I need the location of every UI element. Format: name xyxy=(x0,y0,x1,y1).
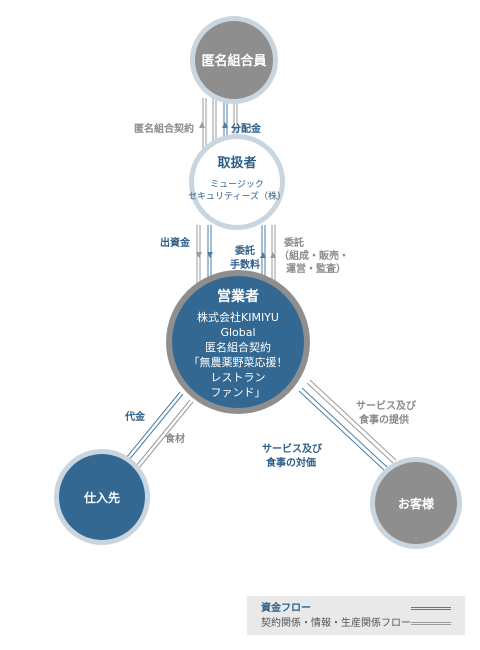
label-cost-2: 食事の対価 xyxy=(265,456,316,469)
legend-info-label: 契約関係・情報・生産関係フロー xyxy=(261,618,411,629)
label-consign-3: 運営・監査） xyxy=(286,262,346,275)
operator-line-1: 株式会社KIMIYU xyxy=(197,310,279,324)
supplier-title: 仕入先 xyxy=(83,490,120,505)
connector-investors-handler xyxy=(199,98,238,165)
label-consign-2: （組成・販売・ xyxy=(279,249,349,262)
investors-title: 匿名組合員 xyxy=(201,53,266,69)
legend-info-swatch xyxy=(411,622,451,625)
node-customer: お客様 xyxy=(370,457,462,549)
label-investment: 出資金 xyxy=(160,236,191,249)
node-operator: 営業者 株式会社KIMIYU Global 匿名組合契約 「無農薬野菜応援！ レ… xyxy=(166,270,310,414)
label-consign-1: 委託 xyxy=(283,236,304,249)
customer-title: お客様 xyxy=(398,496,435,511)
label-ingredients: 食材 xyxy=(164,432,185,445)
connector-operator-customer xyxy=(298,379,397,472)
node-handler: 取扱者 ミュージック セキュリティーズ（株） xyxy=(188,134,286,230)
label-dividend: 分配金 xyxy=(231,122,262,135)
label-payment: 代金 xyxy=(124,410,146,423)
arrow-up-commission xyxy=(260,252,266,258)
legend-money-swatch xyxy=(411,607,451,610)
operator-line-4: 「無農薬野菜応援！ xyxy=(189,355,288,369)
legend-row-info: 契約関係・情報・生産関係フロー xyxy=(261,616,451,631)
handler-sub1: ミュージック xyxy=(210,179,264,190)
legend-money-label: 資金フロー xyxy=(261,603,311,614)
arrow-up-dividend xyxy=(222,122,228,128)
node-investors: 匿名組合員 xyxy=(190,16,278,104)
legend: 資金フロー 契約関係・情報・生産関係フロー xyxy=(247,596,465,635)
operator-line-5: レストラン xyxy=(211,371,266,384)
legend-row-money: 資金フロー xyxy=(261,601,451,616)
label-commission-1: 委託 xyxy=(234,244,255,257)
operator-line-6: ファンド」 xyxy=(211,386,266,399)
arrow-down-investment xyxy=(207,252,213,258)
operator-title: 営業者 xyxy=(217,288,259,305)
arrow-up-consign xyxy=(270,252,276,258)
label-service-1: サービス及び xyxy=(356,399,416,412)
operator-line-3: 匿名組合契約 xyxy=(205,340,271,354)
label-cost-1: サービス及び xyxy=(262,442,322,455)
arrow-up-contract xyxy=(199,122,205,128)
label-service-2: 食事の提供 xyxy=(358,413,409,426)
label-contract: 匿名組合契約 xyxy=(134,122,194,135)
label-commission-2: 手数料 xyxy=(230,258,260,271)
handler-title: 取扱者 xyxy=(217,155,256,171)
operator-line-2: Global xyxy=(220,326,255,339)
connector-operator-supplier xyxy=(125,391,194,469)
arrow-down-gray xyxy=(196,252,202,258)
handler-sub2: セキュリティーズ（株） xyxy=(188,190,286,202)
node-supplier: 仕入先 xyxy=(54,449,150,545)
